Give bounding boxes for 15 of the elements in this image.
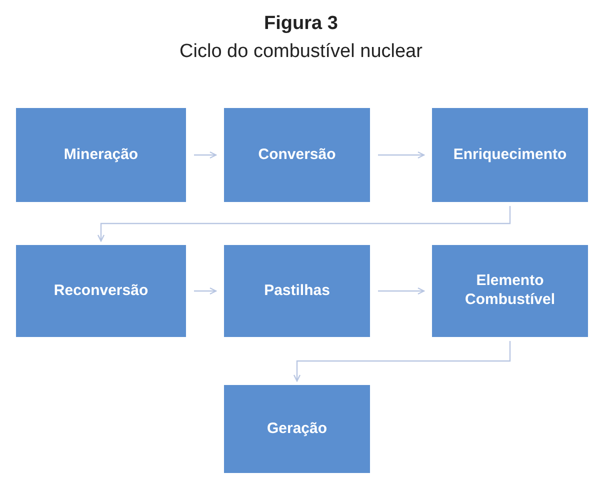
process-box: Mineração (16, 108, 186, 202)
arrow (378, 151, 425, 159)
arrow (194, 151, 217, 159)
process-box: Geração (224, 385, 370, 473)
arrow (194, 287, 217, 295)
process-box: Elemento Combustível (432, 245, 588, 337)
arrow (97, 206, 511, 242)
process-box: Reconversão (16, 245, 186, 337)
process-box: Conversão (224, 108, 370, 202)
figure-title: Figura 3 (264, 12, 338, 36)
process-box: Enriquecimento (432, 108, 588, 202)
arrow (293, 341, 511, 382)
process-box: Pastilhas (224, 245, 370, 337)
arrow (378, 287, 425, 295)
figure-caption: Ciclo do combustível nuclear (180, 40, 422, 64)
